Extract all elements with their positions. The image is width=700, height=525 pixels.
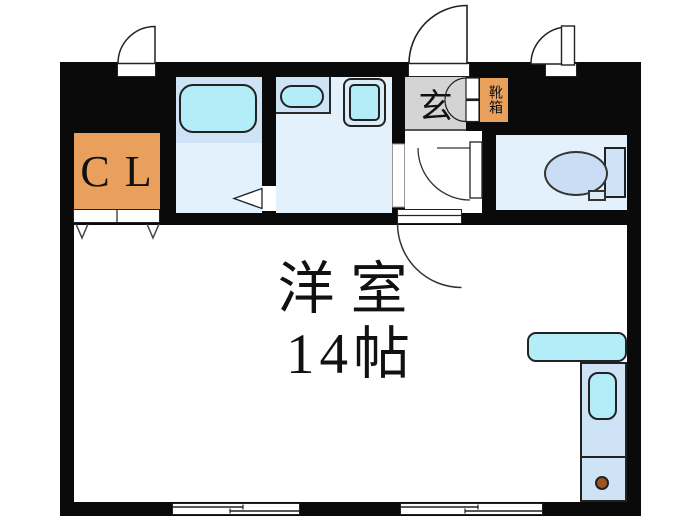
sliding-window-left (172, 503, 300, 515)
hallway-floor (405, 131, 482, 213)
service-door-opening-left (117, 63, 156, 77)
main-room-floor (74, 225, 627, 502)
front-door-swing (408, 4, 468, 65)
service-door-swing-left (117, 25, 156, 65)
bathtub-icon (179, 84, 257, 133)
shoe-box-room: 靴箱 (480, 78, 508, 122)
toilet-bowl-icon (544, 151, 608, 196)
toilet-flush-icon (588, 190, 606, 201)
washbasin-icon (280, 85, 324, 108)
main-room-name: 洋室 (277, 258, 424, 321)
sliding-window-right (400, 503, 543, 515)
entrance-label: 玄 (418, 88, 453, 126)
service-door-opening-right (545, 63, 577, 77)
entrance-room: 玄 (405, 77, 466, 131)
service-door-leaf-right (560, 25, 576, 66)
main-room-label: 洋室 14帖 (74, 258, 627, 388)
service-door-swing-right (530, 26, 569, 65)
main-room-door-opening (397, 209, 462, 224)
kitchen-sink-icon (588, 372, 617, 420)
bathroom-door-gap (262, 186, 276, 211)
main-room-size: 14帖 (286, 323, 415, 386)
washing-machine-icon (349, 84, 380, 121)
front-door-opening (408, 63, 470, 77)
stove-burner-icon (595, 476, 609, 490)
closet-room: C L (74, 133, 160, 210)
closet-label: C L (80, 147, 154, 196)
bathroom-floor (176, 143, 262, 213)
closet-bifold-doors (73, 209, 160, 223)
kitchen-counter-icon (527, 332, 627, 362)
shoe-box-label: 靴箱 (487, 85, 502, 115)
